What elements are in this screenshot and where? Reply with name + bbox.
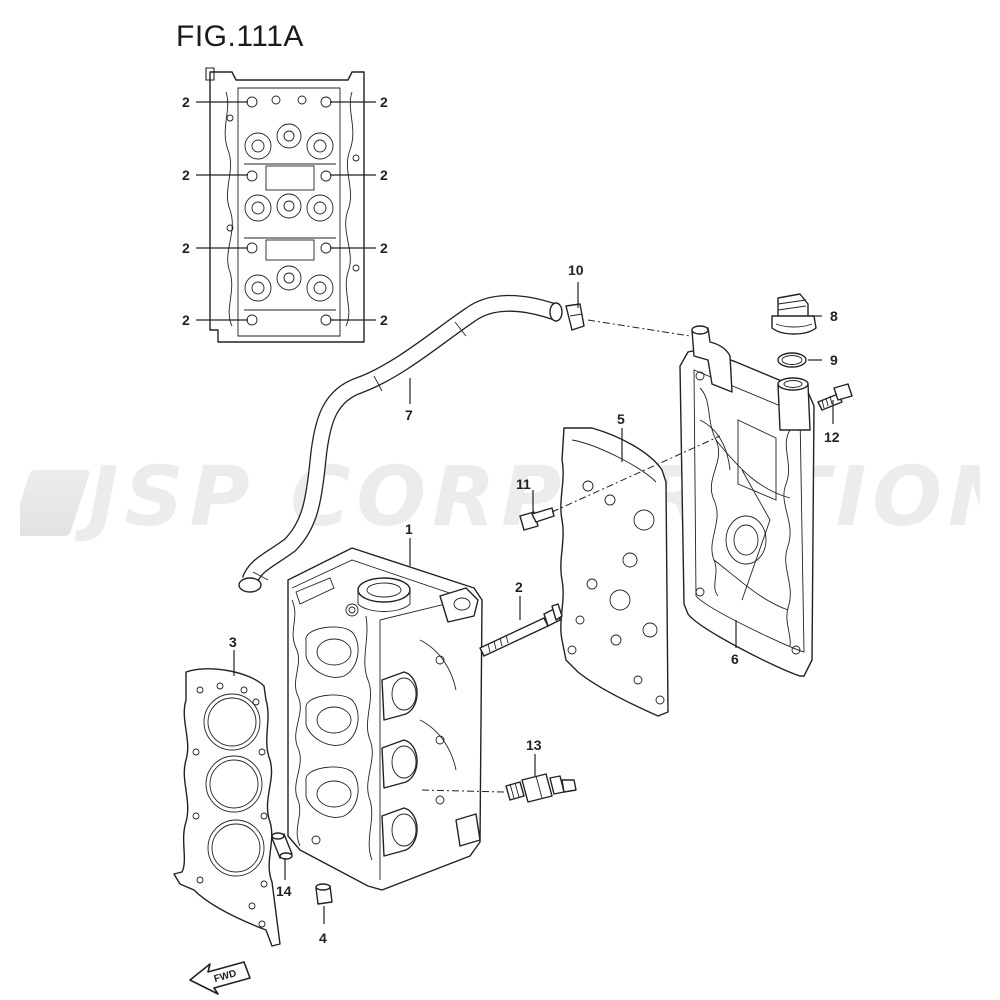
callout-part-9: 9 [830, 352, 838, 368]
part-cover [679, 325, 815, 677]
part-spark-plug [505, 773, 577, 803]
leader-lines [233, 282, 834, 924]
callout-part-6: 6 [731, 651, 739, 667]
part-cap [771, 293, 817, 335]
part-dowel-pin [271, 832, 293, 860]
callout-part-11: 11 [516, 476, 531, 492]
callout-part-4: 4 [319, 930, 327, 946]
callout-inset-2f: 2 [380, 240, 388, 256]
inset-head-top-view [205, 67, 365, 343]
part-cover-gasket [560, 427, 669, 717]
fwd-arrow-icon: FWD [189, 961, 251, 995]
watermark: JSP CORPORATION [20, 448, 980, 548]
callout-inset-2d: 2 [380, 167, 388, 183]
callout-inset-2a: 2 [182, 94, 190, 110]
callout-part-8: 8 [830, 308, 838, 324]
part-hose [238, 294, 563, 593]
callout-labels: 2 2 2 2 2 2 2 2 1 2 3 4 5 6 7 8 9 10 11 … [182, 94, 840, 946]
part-bolt-11 [519, 507, 555, 531]
callout-part-3: 3 [229, 634, 237, 650]
callout-part-5: 5 [617, 411, 625, 427]
callout-part-7: 7 [405, 407, 413, 423]
part-bolt-12 [817, 383, 853, 411]
callout-inset-2b: 2 [380, 94, 388, 110]
callout-inset-2h: 2 [380, 312, 388, 328]
part-head-gasket [173, 668, 281, 947]
part-clamp [565, 303, 585, 331]
callout-part-1: 1 [405, 521, 413, 537]
callout-part-14: 14 [276, 883, 292, 899]
callout-inset-2e: 2 [182, 240, 190, 256]
figure-title: FIG.111A [176, 20, 304, 53]
callout-part-12: 12 [824, 429, 840, 445]
callout-inset-2g: 2 [182, 312, 190, 328]
callout-inset-2c: 2 [182, 167, 190, 183]
part-pin [315, 883, 333, 905]
part-head-bolt [479, 603, 563, 657]
inset-leaders [196, 101, 376, 321]
callout-part-2: 2 [515, 579, 523, 595]
part-cylinder-head [287, 547, 483, 891]
callout-part-10: 10 [568, 262, 584, 278]
callout-part-13: 13 [526, 737, 542, 753]
watermark-text: JSP CORPORATION [88, 450, 980, 545]
